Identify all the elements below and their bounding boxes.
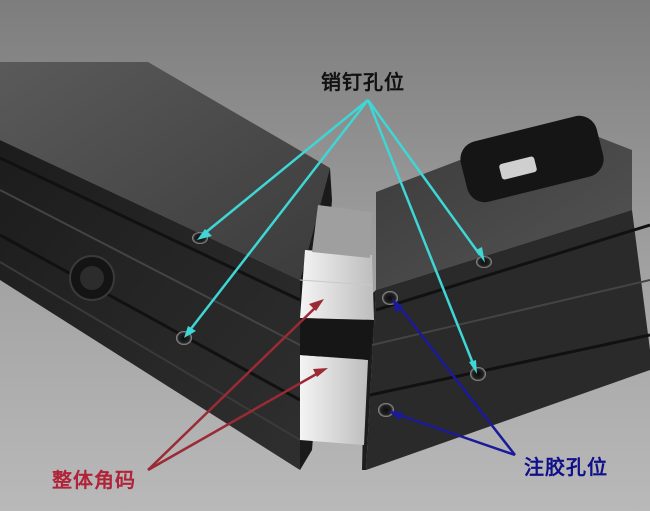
corner-key-gap xyxy=(300,318,374,360)
corner-key-label: 整体角码 xyxy=(52,470,136,490)
pin-holes-label: 销钉孔位 xyxy=(321,72,405,92)
corner-key-top-piece xyxy=(312,205,372,258)
glue-holes-label: 注胶孔位 xyxy=(524,457,608,477)
left-knob-inner xyxy=(80,266,104,290)
corner-key-upper xyxy=(300,250,374,320)
corner-key-lower xyxy=(300,355,368,445)
glue-hole xyxy=(378,403,394,417)
pin-hole xyxy=(470,367,486,381)
